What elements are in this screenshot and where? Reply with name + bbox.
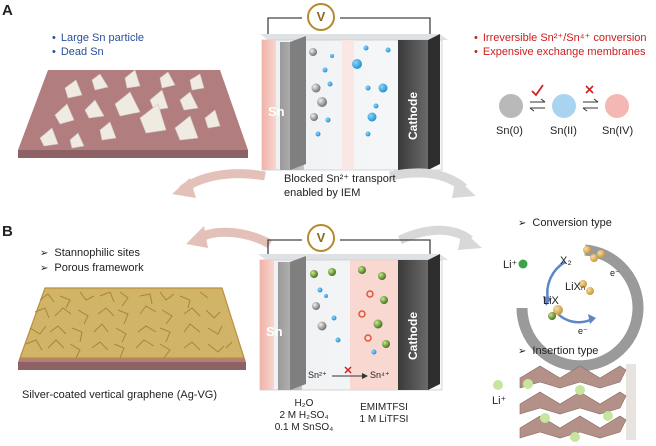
bullet-stannophilic: Stannophilic sites (40, 246, 144, 261)
electron-label-1: e⁻ (610, 268, 620, 278)
blocked-cross-icon (344, 366, 352, 374)
arrow-right-b-icon (458, 230, 482, 250)
panel-a-issues: Irreversible Sn²⁺/Sn⁴⁺ conversion Expens… (474, 31, 647, 59)
panel-a-letter: A (2, 2, 13, 19)
insertion-title-wrap: Insertion type (518, 344, 598, 359)
catholyte-salt: 1 M LiTFSI (359, 414, 409, 425)
voltmeter-b-label: V (316, 230, 326, 245)
panel-b-letter: B (2, 223, 13, 240)
bullet-large-sn-particle: Large Sn particle (52, 31, 144, 45)
bullet-membranes: Expensive exchange membranes (474, 45, 647, 59)
li-ion-label: Li⁺ (503, 259, 518, 271)
arrow-left-a-icon (172, 178, 196, 198)
lixn-label: LiXₙ (565, 281, 586, 293)
caption-a-line1: Blocked Sn²⁺ transport (284, 173, 396, 185)
caption-a-line2: enabled by IEM (284, 187, 361, 199)
arrow-left-b-icon (186, 226, 208, 248)
cell-a (260, 3, 448, 171)
bullet-dead-sn: Dead Sn (52, 45, 144, 59)
anolyte-composition: H₂O 2 M H₂SO₄ 0.1 M SnSO₄ (272, 398, 336, 434)
ag-vg-substrate (18, 287, 246, 370)
anode-a-label: Sn (268, 104, 285, 119)
x2-label: X₂ (560, 255, 572, 267)
voltmeter-a-label: V (316, 9, 326, 24)
dead-sn-substrate (18, 69, 248, 158)
catholyte-composition: EMIMTFSI 1 M LiTFSI (352, 402, 416, 426)
electron-label-2: e⁻ (578, 326, 588, 336)
check-icon (531, 84, 544, 97)
reaction-left: Sn²⁺ (308, 370, 327, 380)
substrate-caption: Silver-coated vertical graphene (Ag-VG) (22, 389, 218, 401)
bullet-irreversible: Irreversible Sn²⁺/Sn⁴⁺ conversion (474, 31, 647, 45)
insertion-schematic (493, 364, 636, 442)
catholyte-solvent: EMIMTFSI (360, 402, 408, 413)
panel-b-bullets: Stannophilic sites Porous framework (40, 246, 144, 276)
anode-b-label: Sn (266, 324, 283, 339)
arrow-right-a-icon (452, 178, 476, 198)
bullet-porous: Porous framework (40, 261, 143, 276)
li-ion-label-insertion: Li⁺ (492, 395, 507, 407)
anolyte-solvent: H₂O (294, 398, 314, 409)
anolyte-salt: 0.1 M SnSO₄ (274, 422, 334, 433)
cathode-a-label: Cathode (406, 92, 420, 140)
anolyte-acid: 2 M H₂SO₄ (279, 410, 329, 421)
cathode-b-label: Cathode (406, 312, 420, 360)
state-sn2: Sn(II) (550, 125, 577, 137)
reaction-right: Sn⁴⁺ (370, 370, 390, 380)
state-sn4: Sn(IV) (602, 125, 634, 137)
conversion-title: Conversion type (518, 216, 612, 231)
oxidation-states (499, 84, 629, 118)
lix-label: LiX (543, 295, 559, 307)
insertion-title: Insertion type (518, 344, 598, 359)
state-sn0: Sn(0) (496, 125, 523, 137)
conversion-title-wrap: Conversion type (518, 216, 612, 231)
cell-b (258, 224, 448, 391)
cross-icon (585, 85, 594, 94)
panel-a-bullets: Large Sn particle Dead Sn (52, 31, 144, 59)
